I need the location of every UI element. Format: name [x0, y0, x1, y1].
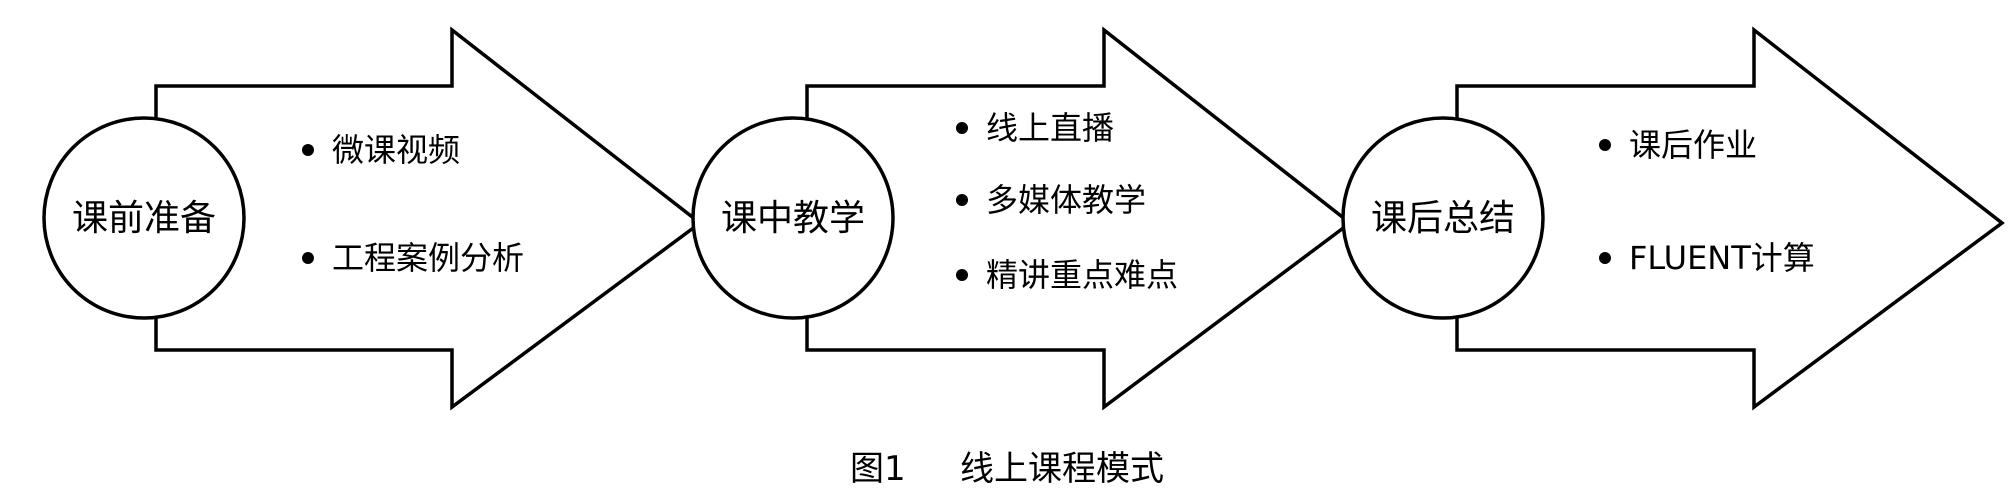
stage-circle — [1341, 116, 1545, 320]
bullet-item: 多媒体教学 — [986, 181, 1146, 219]
bullet-item: 课后作业 — [1629, 126, 1757, 164]
stage-in-class: 课中教学 线上直播 多媒体教学 精讲重点难点 — [691, 26, 1353, 411]
stage-label: 课后总结 — [1371, 198, 1515, 239]
bullet-dot — [1599, 252, 1611, 264]
stage-after-class: 课后总结 课后作业 FLUENT计算 — [1341, 26, 2005, 411]
stage-arrow — [1455, 26, 2005, 411]
stage-pre-class: 课前准备 微课视频 工程案例分析 — [42, 26, 703, 411]
caption-title: 线上课程模式 — [960, 449, 1164, 489]
caption-number: 图1 — [850, 449, 906, 489]
bullet-item: 工程案例分析 — [332, 239, 524, 277]
bullet-item: FLUENT计算 — [1629, 239, 1815, 277]
stage-arrow — [154, 26, 703, 411]
bullet-dot — [302, 144, 314, 156]
bullet-item: 精讲重点难点 — [986, 256, 1178, 294]
stage-label: 课中教学 — [721, 198, 865, 239]
bullet-dot — [302, 252, 314, 264]
bullet-dot — [956, 269, 968, 281]
figure-caption: 图1 线上课程模式 — [850, 449, 1164, 489]
bullet-item: 微课视频 — [332, 131, 460, 169]
bullet-dot — [956, 122, 968, 134]
stage-circle — [691, 116, 895, 320]
bullet-dot — [1599, 139, 1611, 151]
bullet-dot — [956, 194, 968, 206]
bullet-item: 线上直播 — [986, 109, 1114, 147]
stage-circle — [42, 116, 246, 320]
stage-arrow — [805, 26, 1353, 411]
stage-label: 课前准备 — [72, 198, 216, 239]
